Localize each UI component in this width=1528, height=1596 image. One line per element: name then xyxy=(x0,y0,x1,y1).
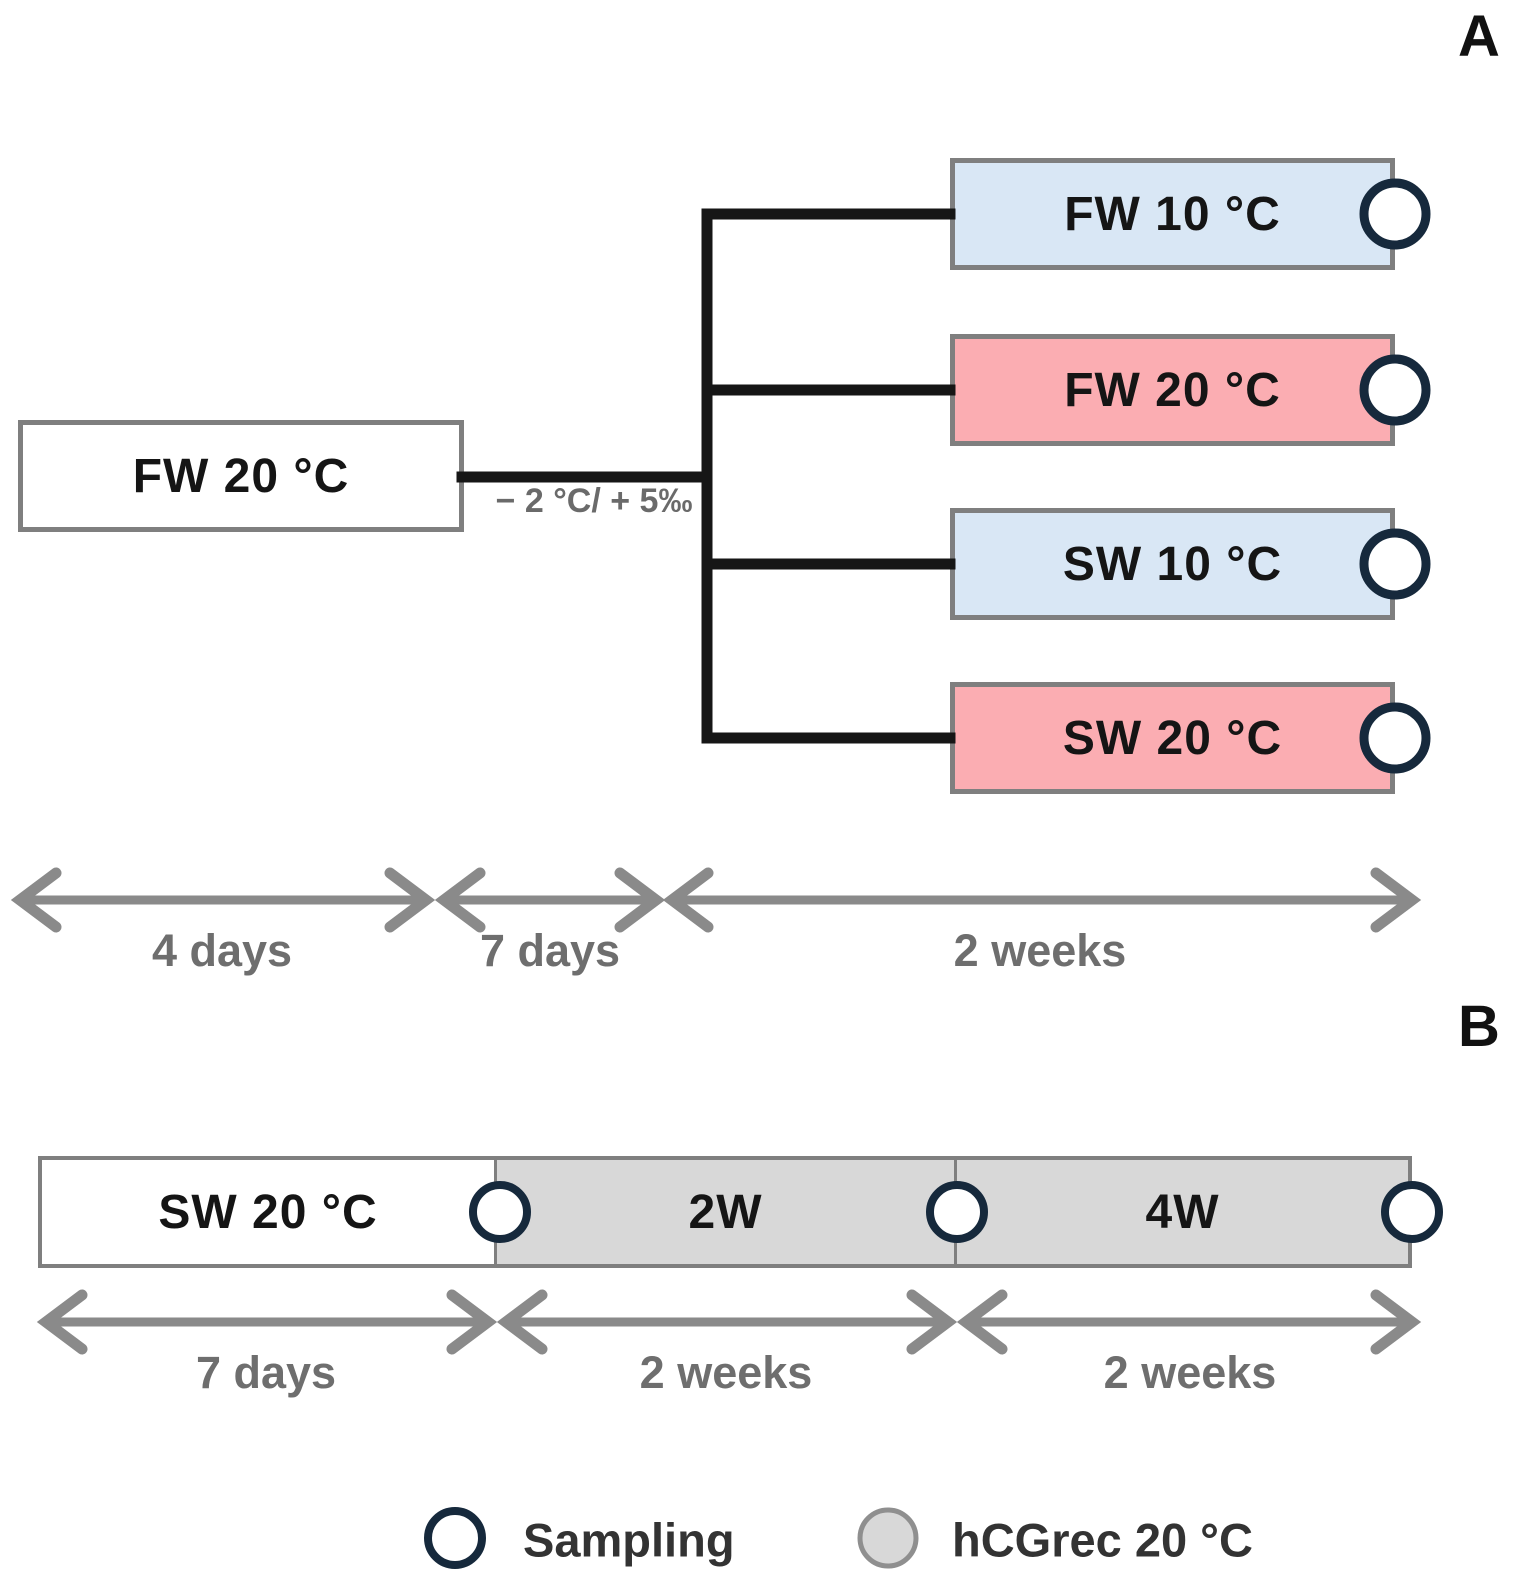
arrowhead-right-icon xyxy=(906,1289,958,1355)
panel-b-treatment-bar: SW 20 °C 2W 4W xyxy=(38,1156,1412,1268)
branch-box-fw10: FW 10 °C xyxy=(950,158,1395,270)
timeline-b-label-2weeks2: 2 weeks xyxy=(1103,1347,1277,1398)
bar-segment-4w: 4W xyxy=(954,1160,1408,1264)
panel-b-timeline-arrows xyxy=(36,1289,1422,1355)
arrowhead-right-icon xyxy=(614,867,666,933)
arrowhead-right-icon xyxy=(384,867,436,933)
timeline-arrow-4-days xyxy=(10,867,436,933)
bar-segment-2w-label: 2W xyxy=(688,1185,763,1239)
legend-hcgrec-label: hCGrec 20 °C xyxy=(952,1513,1253,1567)
timeline-a-label-7days: 7 days xyxy=(479,925,621,976)
arrowhead-right-icon xyxy=(1370,1289,1422,1355)
arrowhead-left-icon xyxy=(434,867,486,933)
timeline-arrow-7-days xyxy=(434,867,666,933)
branch-box-sw20: SW 20 °C xyxy=(950,682,1395,794)
source-box-fw20: FW 20 °C xyxy=(18,420,464,532)
branch-box-fw10-label: FW 10 °C xyxy=(1064,187,1281,241)
source-box-label: FW 20 °C xyxy=(132,449,350,503)
panel-a-timeline-arrows xyxy=(10,867,1422,933)
branch-box-sw10-label: SW 10 °C xyxy=(1062,537,1283,591)
arrowhead-right-icon xyxy=(446,1289,498,1355)
arrowhead-left-icon xyxy=(496,1289,548,1355)
arrowhead-left-icon xyxy=(956,1289,1008,1355)
bar-segment-sw20: SW 20 °C xyxy=(42,1160,494,1264)
timeline-arrow-b-2-weeks-1 xyxy=(496,1289,958,1355)
branch-box-fw20: FW 20 °C xyxy=(950,334,1395,446)
timeline-a-label-2weeks: 2 weeks xyxy=(953,925,1127,976)
timeline-a-label-4days: 4 days xyxy=(151,925,293,976)
branch-box-sw10: SW 10 °C xyxy=(950,508,1395,620)
transition-condition-label: − 2 °C/ + 5‰ xyxy=(495,482,693,520)
legend-hcgrec-circle-icon xyxy=(857,1507,919,1569)
arrowhead-left-icon xyxy=(662,867,714,933)
arrowhead-left-icon xyxy=(10,867,62,933)
timeline-arrow-2-weeks xyxy=(662,867,1422,933)
bar-segment-4w-label: 4W xyxy=(1145,1185,1220,1239)
bar-segment-2w: 2W xyxy=(494,1160,954,1264)
timeline-b-label-7days: 7 days xyxy=(195,1347,337,1398)
bar-segment-sw20-label: SW 20 °C xyxy=(158,1185,378,1239)
arrowhead-left-icon xyxy=(36,1289,88,1355)
branch-box-sw20-label: SW 20 °C xyxy=(1062,711,1283,765)
panel-b-label: B xyxy=(1458,994,1500,1059)
branch-tree xyxy=(456,208,956,744)
timeline-arrow-b-7-days xyxy=(36,1289,498,1355)
arrowhead-right-icon xyxy=(1370,867,1422,933)
timeline-arrow-b-2-weeks-2 xyxy=(956,1289,1422,1355)
panel-a-label: A xyxy=(1458,4,1500,69)
branch-box-fw20-label: FW 20 °C xyxy=(1064,363,1281,417)
timeline-b-label-2weeks1: 2 weeks xyxy=(639,1347,813,1398)
legend-sampling-circle-icon xyxy=(424,1507,486,1569)
legend-sampling-label: Sampling xyxy=(523,1513,735,1567)
